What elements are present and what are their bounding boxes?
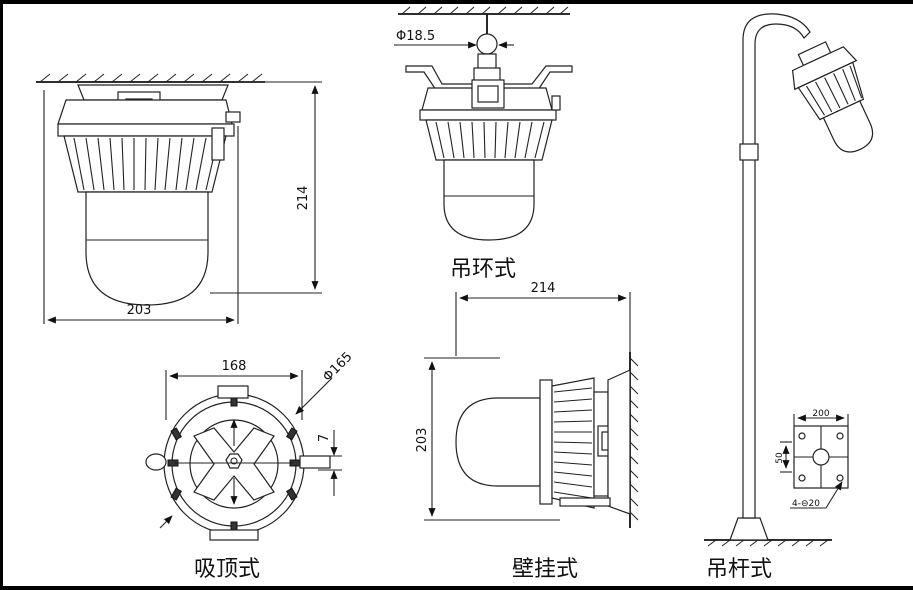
pole-mount-elevation: 200 50 4-⊖20 吊杆式 xyxy=(704,13,874,582)
wall-caption: 壁挂式 xyxy=(512,557,578,582)
plate-height-label: 50 xyxy=(775,452,785,464)
width-label: 203 xyxy=(127,303,152,318)
housing-fins xyxy=(73,137,219,191)
wall-width-label: 214 xyxy=(531,281,556,296)
offset-label: 7 xyxy=(317,434,332,442)
rim-notches xyxy=(167,395,301,533)
plate-width-label: 200 xyxy=(812,409,829,419)
pole-caption: 吊杆式 xyxy=(706,557,772,582)
ceiling-hatch-ring xyxy=(398,6,570,15)
width-dimension: 203 xyxy=(43,90,239,324)
wall-hatch xyxy=(629,352,639,528)
ceiling-hatch xyxy=(36,73,265,83)
ceiling-caption: 吸顶式 xyxy=(194,557,260,582)
ring-caption: 吊环式 xyxy=(450,257,516,282)
height-label: 214 xyxy=(296,186,311,211)
bolt-circle-label: 168 xyxy=(222,359,247,374)
wall-mount-elevation: 214 203 壁挂式 xyxy=(415,281,639,582)
holes-label: 4-⊖20 xyxy=(792,499,820,509)
wall-height-label: 203 xyxy=(415,428,430,453)
ring-hanging-elevation: Φ18.5 吊环式 xyxy=(394,6,573,282)
ceiling-mount-top-view: 168 Φ165 xyxy=(145,349,356,582)
diameter-label: Φ165 xyxy=(320,349,355,384)
ring-diameter-label: Φ18.5 xyxy=(396,29,435,44)
ceiling-mount-elevation: 214 203 xyxy=(36,73,322,324)
height-dimension: 214 xyxy=(210,81,322,294)
ground-hatch xyxy=(704,539,832,547)
